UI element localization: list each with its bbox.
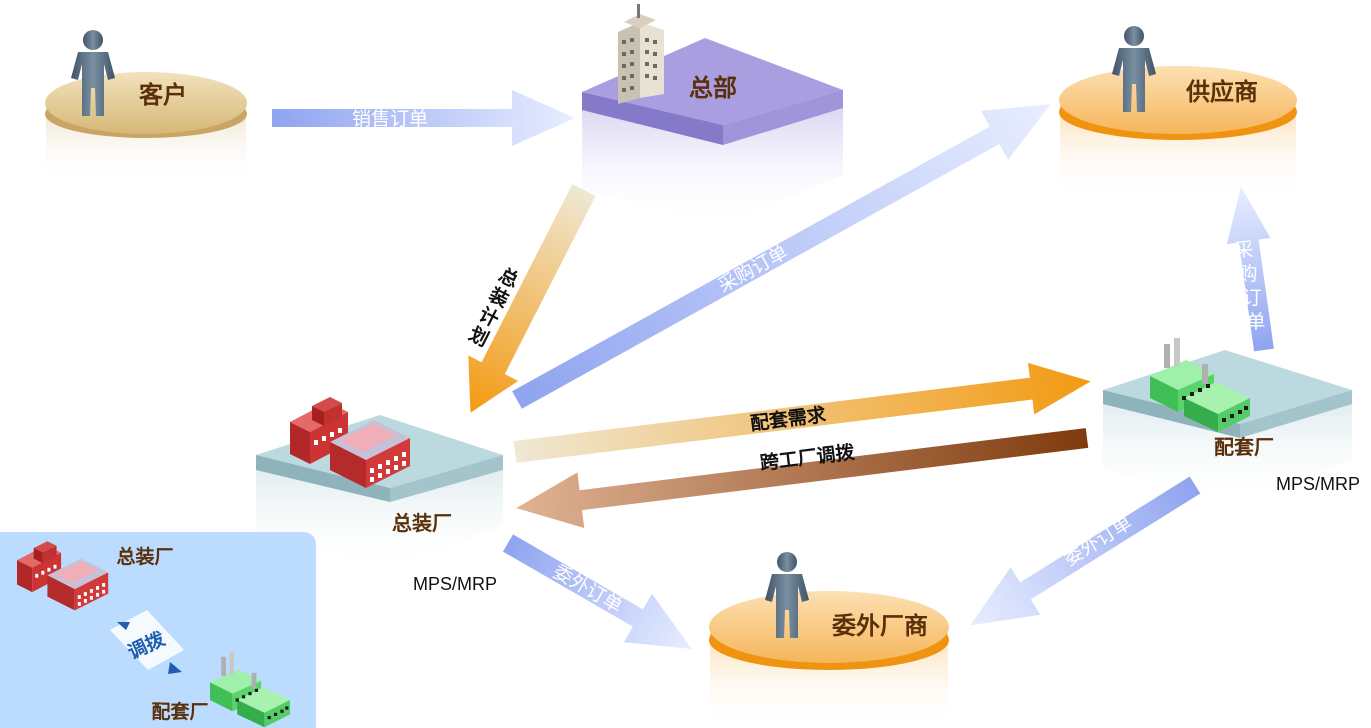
assembly-plant-label: 总装厂 bbox=[392, 511, 452, 535]
outsource-order-left-label: 委外订单 bbox=[549, 560, 626, 617]
support-plant-node: 配套厂 MPS/MRP bbox=[1103, 338, 1360, 505]
purchase-order-side-char-3: 订 bbox=[1242, 287, 1261, 309]
pedestal-top bbox=[1059, 66, 1297, 134]
purchase-order-main-label: 采购订单 bbox=[715, 241, 792, 297]
pedestal-top bbox=[709, 591, 949, 663]
support-demand-label: 配套需求 bbox=[749, 403, 828, 435]
supplier-label: 供应商 bbox=[1185, 78, 1258, 106]
outsourcer-label: 委外厂商 bbox=[831, 612, 928, 640]
skyscraper-icon bbox=[618, 4, 664, 104]
headquarters-node: 总部 bbox=[582, 4, 843, 225]
purchase-order-side-char-2: 购 bbox=[1238, 263, 1257, 285]
legend-arrow-up-icon bbox=[117, 622, 130, 630]
arrow-sales-order: 销售订单 bbox=[272, 90, 575, 146]
headquarters-label: 总部 bbox=[689, 74, 737, 102]
legend-support-label: 配套厂 bbox=[151, 700, 208, 723]
supplier-node: 供应商 bbox=[1059, 26, 1297, 198]
hq-platform bbox=[582, 38, 843, 125]
assembly-plant-node: 总装厂 MPS/MRP bbox=[256, 397, 503, 594]
arrow-outsource-order-right: 委外订单 bbox=[970, 476, 1201, 626]
support-plant-label: 配套厂 bbox=[1214, 435, 1274, 459]
purchase-order-side-char-4: 单 bbox=[1246, 311, 1265, 333]
sales-order-label: 销售订单 bbox=[352, 108, 428, 130]
legend-box: 总装厂 调拨 配套厂 bbox=[0, 532, 316, 728]
mps-mrp-assembly: MPS/MRP bbox=[413, 574, 497, 594]
purchase-order-side-char-1: 采 bbox=[1234, 239, 1253, 261]
arrow-outsource-order-left: 委外订单 bbox=[503, 534, 692, 649]
outsourcer-node: 委外厂商 bbox=[709, 552, 949, 728]
customer-node: 客户 bbox=[45, 30, 247, 184]
legend-arrow-down-icon bbox=[168, 662, 182, 674]
customer-label: 客户 bbox=[139, 81, 187, 109]
arrow-cross-plant-transfer: 跨工厂调拨 bbox=[516, 428, 1089, 528]
arrow-purchase-order-side: 采 购 订 单 bbox=[1226, 186, 1274, 352]
outsource-order-right-label: 委外订单 bbox=[1060, 512, 1136, 571]
legend-assembly-label: 总装厂 bbox=[116, 545, 173, 568]
platform-top bbox=[1103, 350, 1352, 424]
mps-mrp-support: MPS/MRP bbox=[1276, 474, 1360, 494]
